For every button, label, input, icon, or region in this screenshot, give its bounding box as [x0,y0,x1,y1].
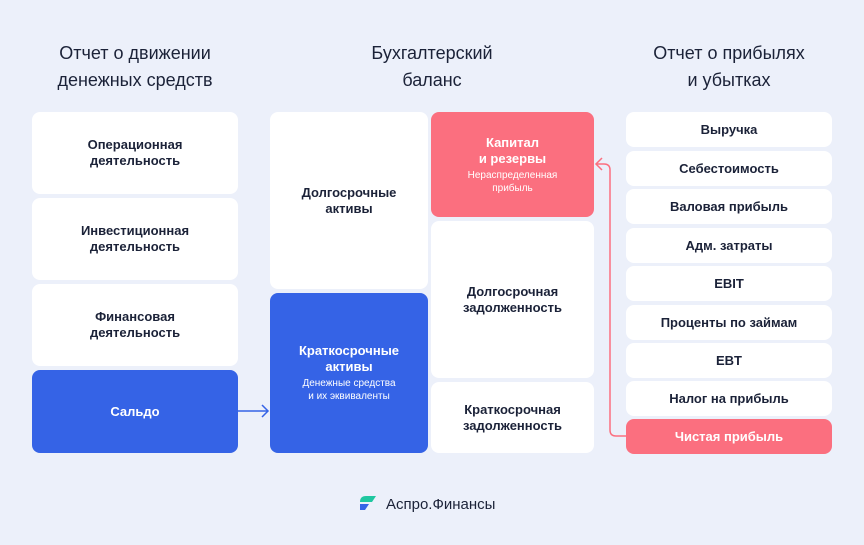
pnl-item-label: EBIT [714,275,744,291]
capital-card: Капитал и резервы Нераспределенная прибы… [431,112,594,217]
balance-total-card: Сальдо [32,370,238,453]
pnl-item-label: Налог на прибыль [669,390,789,406]
pnl-item: EBIT [626,266,832,301]
short-term-debt-label: Краткосрочная задолженность [463,401,562,433]
pnl-item-label: Валовая прибыль [669,198,789,214]
pnl-item-label: Выручка [700,121,758,137]
pnl-item: Себестоимость [626,151,832,186]
short-term-assets-card: Краткосрочные активы Денежные средства и… [270,293,428,453]
short-term-assets-label: Краткосрочные активы [298,343,400,374]
net-profit-card: Чистая прибыль [626,419,832,454]
short-term-debt-card: Краткосрочная задолженность [431,382,594,453]
long-term-assets-label: Долгосрочные активы [301,184,397,216]
pnl-item-label: Адм. затраты [685,237,773,253]
pnl-item: Проценты по займам [626,305,832,340]
investing-activity-label: Инвестиционная деятельность [80,223,190,254]
long-term-debt-card: Долгосрочная задолженность [431,221,594,378]
pnl-item: Выручка [626,112,832,147]
capital-label: Капитал и резервы [478,134,547,166]
capital-sub: Нераспределенная прибыль [467,169,558,194]
cash-flow-title: Отчет о движении денежных средств [57,43,213,90]
financing-activity-label: Финансовая деятельность [89,309,181,340]
net-profit-label: Чистая прибыль [674,428,784,444]
pnl-item: Валовая прибыль [626,189,832,224]
brand-name: Аспро.Финансы [386,495,496,513]
short-term-assets-sub: Денежные средства и их эквиваленты [302,378,396,402]
balance-title: Бухгалтерский баланс [371,43,493,90]
pnl-item-label: Себестоимость [679,160,779,176]
long-term-debt-label: Долгосрочная задолженность [463,283,562,315]
financing-activity-card: Финансовая деятельность [32,284,238,366]
pnl-item: EBT [626,343,832,378]
saldo-to-assets-arrow [238,404,270,418]
pnl-item: Адм. затраты [626,228,832,263]
net-profit-to-capital-arrow [594,157,626,437]
operating-activity-card: Операционная деятельность [32,112,238,194]
long-term-assets-card: Долгосрочные активы [270,112,428,289]
pnl-item: Налог на прибыль [626,381,832,416]
brand-logo: Аспро.Финансы [358,494,495,514]
pnl-title: Отчет о прибылях и убытках [653,43,805,90]
operating-activity-label: Операционная деятельность [87,137,183,168]
pnl-item-label: EBT [716,352,742,368]
brand-icon [360,496,376,510]
balance-total-label: Сальдо [110,403,160,419]
investing-activity-card: Инвестиционная деятельность [32,198,238,280]
pnl-item-label: Проценты по займам [660,314,798,330]
